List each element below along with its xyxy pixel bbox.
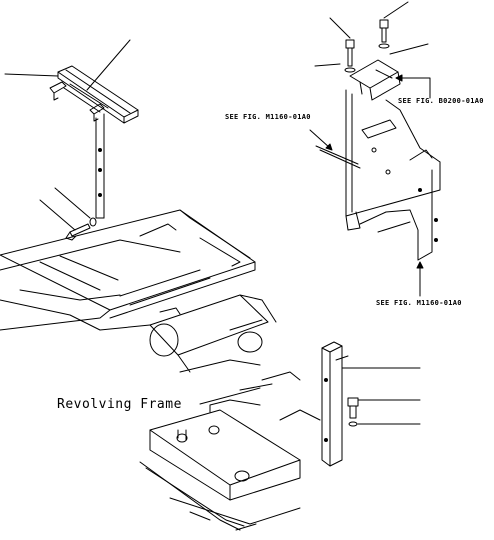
revolving-frame-label: Revolving Frame (57, 397, 182, 412)
right-cover-assembly (309, 1, 441, 297)
left-bracket-assembly (4, 39, 139, 241)
ref-label-b0200: SEE FIG. B0200-01A0 (398, 97, 484, 105)
machine-frame-section (0, 209, 277, 373)
ref-label-m1160-top: SEE FIG. M1160-01A0 (225, 113, 311, 121)
revolving-frame-part (139, 371, 321, 531)
rear-bracket-assembly (321, 341, 421, 467)
ref-label-m1160-bottom: SEE FIG. M1160-01A0 (376, 299, 462, 307)
